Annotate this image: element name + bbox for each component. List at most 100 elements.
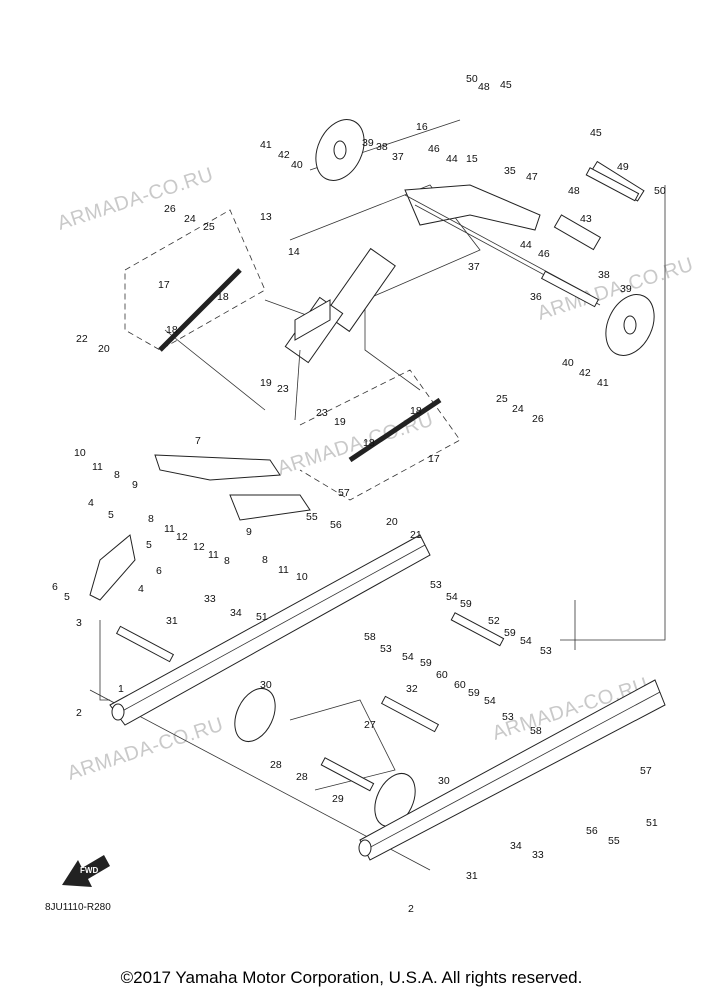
- callout-label: 33: [204, 593, 216, 605]
- callout-label: 28: [296, 771, 308, 783]
- callout-label: 20: [98, 343, 110, 355]
- callout-label: 14: [288, 246, 300, 258]
- callout-label: 23: [277, 383, 289, 395]
- callout-label: 42: [278, 149, 290, 161]
- callout-label: 53: [430, 579, 442, 591]
- callout-label: 57: [640, 765, 652, 777]
- callout-label: 19: [334, 416, 346, 428]
- callout-label: 9: [132, 479, 138, 491]
- callout-label: 54: [402, 651, 414, 663]
- callout-label: 20: [386, 516, 398, 528]
- callout-label: 28: [270, 759, 282, 771]
- idler-wheels: [234, 119, 655, 827]
- callout-label: 40: [291, 159, 303, 171]
- callout-label: 54: [446, 591, 458, 603]
- callout-label: 8: [224, 555, 230, 567]
- diagram-code: 8JU1110-R280: [45, 902, 111, 913]
- callout-label: 19: [260, 377, 272, 389]
- callout-label: 26: [164, 203, 176, 215]
- callout-label: 18: [410, 405, 422, 417]
- callout-label: 40: [562, 357, 574, 369]
- callout-label: 9: [246, 526, 252, 538]
- callout-label: 5: [64, 591, 70, 603]
- callout-label: 59: [468, 687, 480, 699]
- callout-label: 58: [364, 631, 376, 643]
- callout-label: 41: [597, 377, 609, 389]
- shafts: [115, 167, 640, 792]
- callout-label: 31: [166, 615, 178, 627]
- callout-label: 2: [408, 903, 414, 915]
- callout-label: 6: [52, 581, 58, 593]
- callout-label: 10: [296, 571, 308, 583]
- callout-label: 22: [76, 333, 88, 345]
- callout-label: 29: [332, 793, 344, 805]
- callout-label: 39: [362, 137, 374, 149]
- callout-label: 51: [256, 611, 268, 623]
- callout-label: 23: [316, 407, 328, 419]
- callout-label: 60: [454, 679, 466, 691]
- callout-label: 5: [146, 539, 152, 551]
- callout-label: 18: [166, 324, 178, 336]
- fwd-label: FWD: [80, 866, 98, 875]
- callout-label: 56: [330, 519, 342, 531]
- callout-label: 8: [262, 554, 268, 566]
- callout-label: 44: [520, 239, 532, 251]
- callout-label: 55: [306, 511, 318, 523]
- callout-label: 17: [158, 279, 170, 291]
- callout-label: 34: [510, 840, 522, 852]
- callout-label: 26: [532, 413, 544, 425]
- slide-rails: [109, 534, 666, 861]
- callout-label: 7: [195, 435, 201, 447]
- callout-label: 53: [502, 711, 514, 723]
- callout-label: 55: [608, 835, 620, 847]
- callout-label: 56: [586, 825, 598, 837]
- callout-label: 58: [530, 725, 542, 737]
- callout-label: 4: [88, 497, 94, 509]
- callout-label: 18: [217, 291, 229, 303]
- callout-label: 45: [500, 79, 512, 91]
- callout-labels: 50 48 45 41 42 40 39 38 37 16 46 44 15 4…: [52, 73, 666, 915]
- callout-label: 12: [176, 531, 188, 543]
- callout-label: 24: [184, 213, 196, 225]
- callout-label: 54: [484, 695, 496, 707]
- callout-label: 17: [428, 453, 440, 465]
- callout-label: 25: [203, 221, 215, 233]
- callout-label: 34: [230, 607, 242, 619]
- callout-label: 32: [406, 683, 418, 695]
- callout-label: 21: [410, 529, 422, 541]
- callout-label: 3: [76, 617, 82, 629]
- callout-label: 52: [488, 615, 500, 627]
- callout-label: 38: [598, 269, 610, 281]
- callout-label: 11: [278, 564, 289, 576]
- callout-label: 45: [590, 127, 602, 139]
- callout-label: 41: [260, 139, 272, 151]
- callout-label: 43: [580, 213, 592, 225]
- callout-label: 30: [438, 775, 450, 787]
- callout-label: 50: [466, 73, 478, 85]
- callout-label: 49: [617, 161, 629, 173]
- callout-label: 33: [532, 849, 544, 861]
- callout-label: 15: [466, 153, 478, 165]
- callout-label: 51: [646, 817, 658, 829]
- callout-label: 6: [156, 565, 162, 577]
- callout-label: 46: [428, 143, 440, 155]
- callout-label: 59: [460, 598, 472, 610]
- callout-label: 12: [193, 541, 205, 553]
- callout-label: 25: [496, 393, 508, 405]
- callout-label: 54: [520, 635, 532, 647]
- callout-label: 50: [654, 185, 666, 197]
- callout-label: 24: [512, 403, 524, 415]
- callout-label: 4: [138, 583, 144, 595]
- callout-label: 16: [416, 121, 428, 133]
- callout-label: 37: [392, 151, 404, 163]
- callout-label: 8: [148, 513, 154, 525]
- callout-label: 53: [540, 645, 552, 657]
- callout-label: 31: [466, 870, 478, 882]
- callout-label: 11: [208, 549, 219, 561]
- links: [89, 268, 442, 601]
- callout-label: 8: [114, 469, 120, 481]
- shock-absorber: [284, 247, 396, 421]
- callout-label: 11: [164, 523, 175, 535]
- callout-label: 37: [468, 261, 480, 273]
